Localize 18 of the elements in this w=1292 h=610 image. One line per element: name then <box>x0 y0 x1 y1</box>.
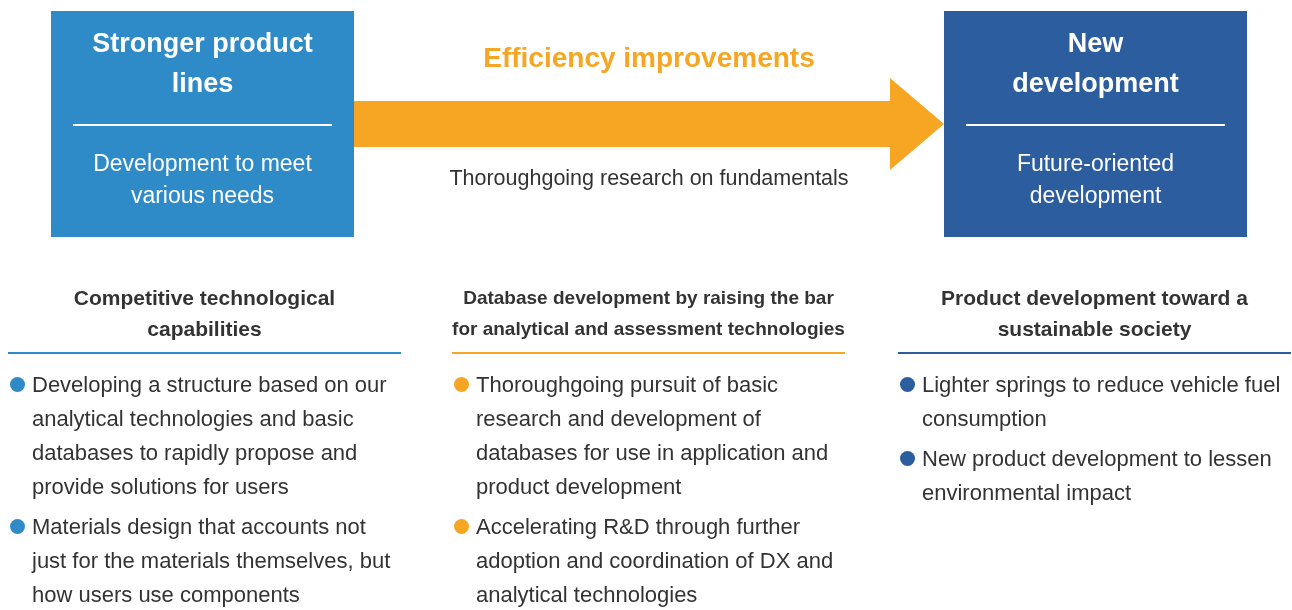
bullet-text: New product development to lessen environmental impact <box>922 445 1273 507</box>
bullet-text: Lighter springs to reduce vehicle fuel consumption <box>922 371 1282 433</box>
process-box <box>944 11 1247 237</box>
box-heading: New development <box>1011 27 1180 100</box>
box-body: Future-oriented development <box>1015 149 1176 210</box>
bullet-text: Thoroughgoing pursuit of basic research and development of databases for use in application and product development <box>476 371 830 501</box>
arrow-caption: Thoroughgoing research on fundamentals <box>448 166 850 191</box>
box-body: Development to meet various needs <box>92 149 313 210</box>
bullet-text: Developing a structure based on our analytical technologies and basic databases to rapidly propose and provide solutions for users <box>32 371 388 501</box>
edge-label: Efficiency improvements <box>482 42 816 74</box>
bullet-text: Materials design that accounts not just for the materials themselves, but how users use components <box>32 513 392 609</box>
box-heading: Stronger product lines <box>91 27 314 100</box>
arrow <box>354 78 944 170</box>
column-heading: Competitive technological capabilities <box>72 285 337 342</box>
process-box <box>51 11 354 237</box>
bullet-text: Accelerating R&D through further adoption and coordination of DX and analytical technologies <box>476 513 835 609</box>
column-heading: Product development toward a sustainable society <box>940 285 1249 342</box>
column-heading: Database development by raising the bar for analytical and assessment technologies <box>452 286 845 341</box>
